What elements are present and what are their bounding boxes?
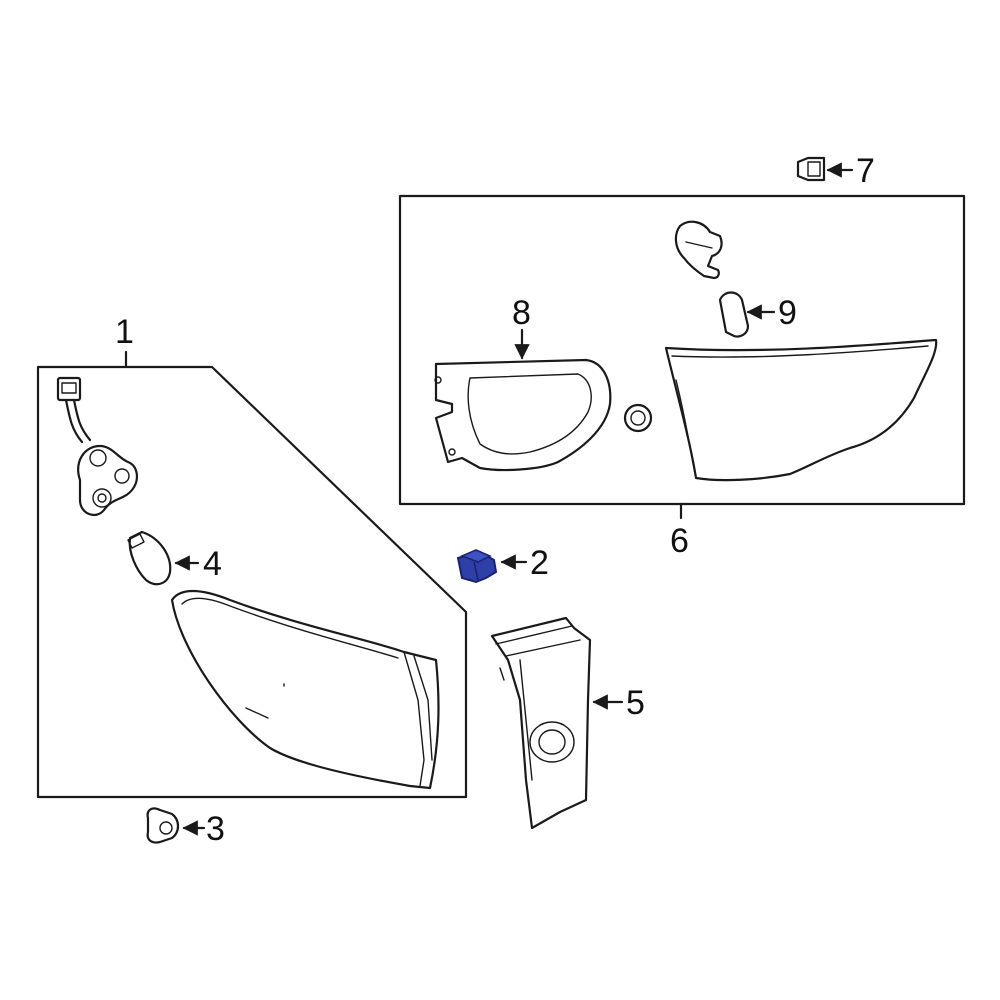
socket-drawing [674, 220, 723, 280]
nut-2-highlighted-drawing [456, 549, 498, 584]
assembly-6-group: 6 8 9 [398, 194, 966, 560]
callout-9-label: 9 [778, 294, 797, 332]
socket-harness-drawing [56, 376, 138, 517]
callout-5-label: 5 [626, 684, 645, 722]
grommet-ring-drawing [623, 403, 653, 433]
bracket-5-drawing [490, 616, 592, 830]
callout-2-label: 2 [530, 544, 549, 582]
inner-lamp-lens-drawing [664, 338, 938, 482]
bulb-4-drawing [127, 530, 172, 586]
tail-lamp-lens-drawing [170, 590, 440, 790]
callout-8-label: 8 [512, 294, 531, 332]
callout-1-label: 1 [115, 313, 134, 351]
callout-6-label: 6 [670, 522, 689, 560]
bulb-9-drawing [718, 291, 750, 338]
assembly-1-outline [36, 365, 468, 799]
clip-3-drawing [146, 807, 180, 844]
assembly-1-group: 1 4 [36, 313, 468, 799]
callout-3-label: 3 [206, 810, 225, 848]
housing-8-drawing [434, 358, 612, 472]
callout-4-label: 4 [203, 545, 222, 583]
clip-7-drawing [796, 156, 826, 182]
callout-7-label: 7 [856, 152, 875, 190]
